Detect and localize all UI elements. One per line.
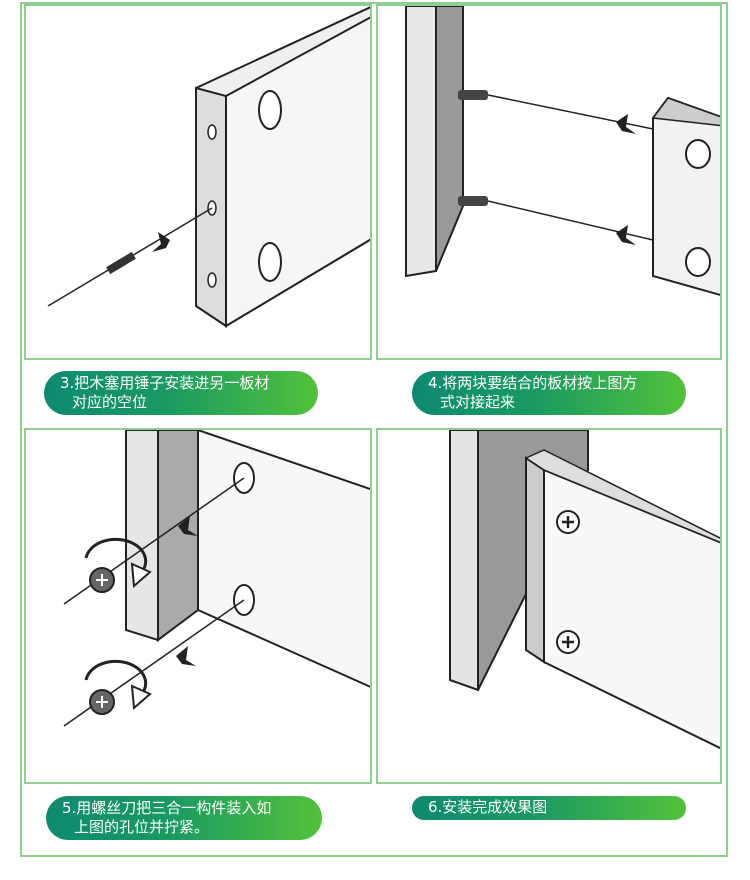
step-3-caption-line1: 3.把木塞用锤子安装进另一板材 bbox=[60, 374, 270, 392]
step-6-caption: 6.安装完成效果图 bbox=[412, 796, 686, 820]
step-4-caption-line2: 式对接起来 bbox=[440, 393, 516, 411]
step-4-caption-line1: 4.将两块要结合的板材按上图方 bbox=[428, 374, 638, 392]
step-4-caption: 4.将两块要结合的板材按上图方 式对接起来 bbox=[412, 371, 686, 415]
step-5-caption-line2: 上图的孔位并拧紧。 bbox=[74, 818, 210, 836]
step-3-caption-line2: 对应的空位 bbox=[72, 393, 148, 411]
step-4-illustration bbox=[376, 4, 722, 360]
outer-frame bbox=[20, 2, 728, 857]
step-3-caption: 3.把木塞用锤子安装进另一板材 对应的空位 bbox=[44, 371, 318, 415]
step-6-caption-line1: 6.安装完成效果图 bbox=[428, 798, 548, 816]
step-3-illustration bbox=[24, 4, 372, 360]
step-5-caption-line1: 5.用螺丝刀把三合一构件装入如 bbox=[62, 799, 272, 817]
step-5-caption: 5.用螺丝刀把三合一构件装入如 上图的孔位并拧紧。 bbox=[46, 796, 322, 840]
step-6-illustration bbox=[376, 428, 722, 784]
step-5-illustration bbox=[24, 428, 372, 784]
